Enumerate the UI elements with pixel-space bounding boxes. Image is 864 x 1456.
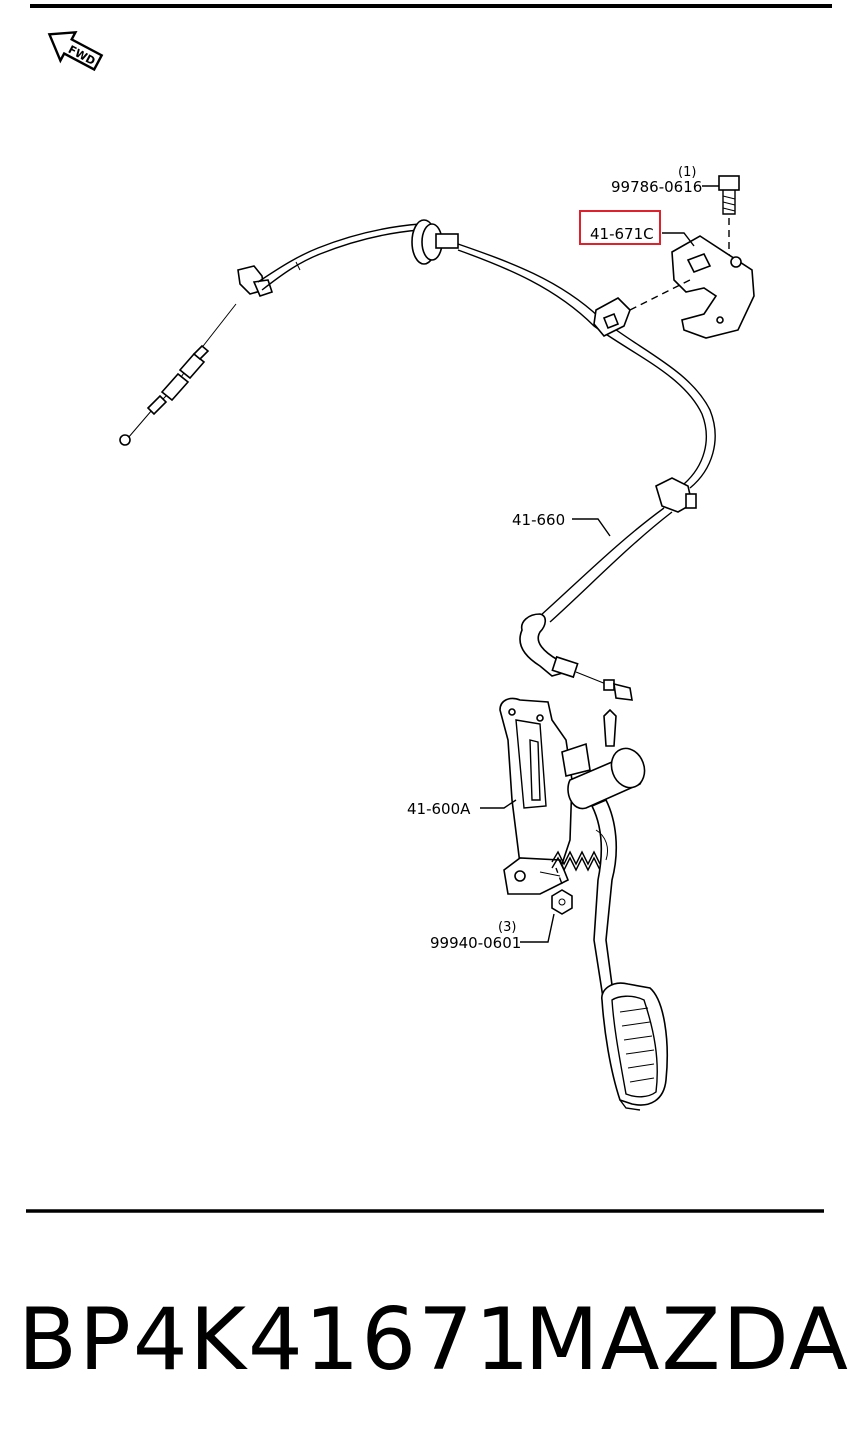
bolt-part-label: 99786-0616 (611, 178, 702, 196)
pedal-part-label: 41-600A (407, 800, 471, 818)
brand-caption: MAZDA (524, 1290, 850, 1390)
pedal-pad (601, 982, 669, 1111)
leader-lines (480, 185, 719, 943)
return-spring (551, 850, 601, 872)
highlight-box (579, 210, 661, 245)
nut-part-label: 99940-0601 (430, 934, 521, 952)
bracket-part-label[interactable]: 41-671C (590, 225, 654, 243)
parts-diagram: FWD (26, 4, 832, 1213)
nut-quantity-label: (3) (498, 920, 516, 935)
pedal-assembly (499, 697, 669, 1111)
bolt-quantity-label: (1) (678, 165, 696, 180)
nut (551, 867, 573, 915)
accelerator-cable (119, 219, 716, 701)
cable-bracket (629, 175, 755, 339)
part-number-caption: BP4K41671 (18, 1290, 532, 1390)
cable-part-label: 41-660 (512, 511, 565, 529)
fwd-arrow-icon: FWD (47, 30, 104, 72)
